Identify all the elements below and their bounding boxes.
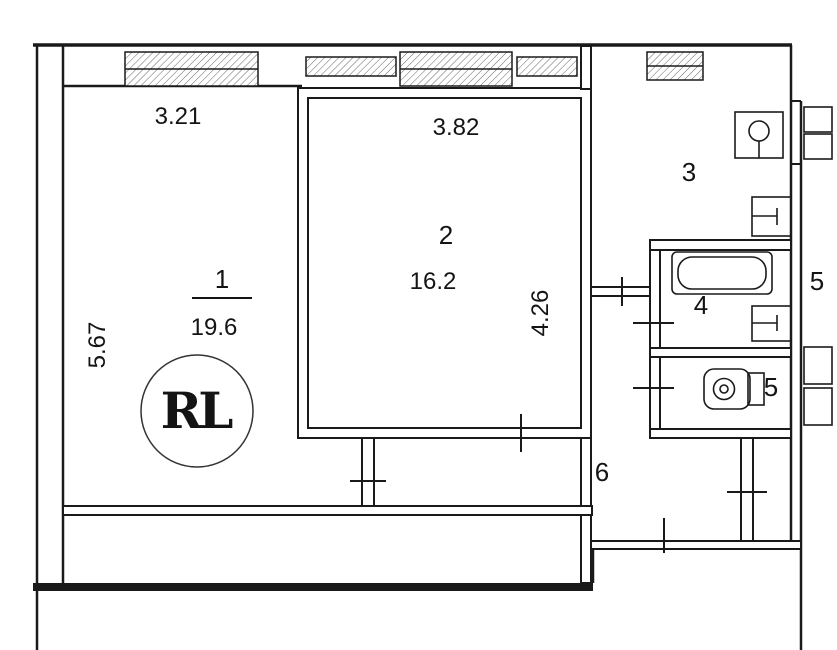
dim-room1-height: 5.67 [84,322,111,369]
logo-text: RL [161,381,234,440]
bathtub-icon [671,251,773,295]
shaft-box-2 [803,133,833,160]
kitchen-sink-icon [734,111,784,159]
dim-room2-width: 3.82 [433,114,480,141]
wall-bath-bottom [649,428,792,439]
wall-bath-top [649,239,792,251]
wall-bottom-thick [33,583,593,591]
window-sill-a [305,56,397,77]
windows [124,51,704,87]
room4-number: 4 [694,290,708,320]
labels: 3.21 5.67 1 19.6 3.82 4.26 2 16.2 3 4 5 … [84,103,824,487]
wall-entry-vertical [740,437,754,543]
shaft-box-3 [803,346,833,385]
window-sill-b [516,56,578,77]
room2-number: 2 [439,220,453,250]
room1-number: 1 [215,264,229,294]
wall-bath-divider [649,347,792,358]
washbasin-icon [751,305,792,342]
room2-area: 16.2 [410,268,457,295]
wall-room2-inner [307,97,582,429]
wall-kitchen-left-upper [580,45,592,90]
dim-room1-width: 3.21 [155,103,202,130]
door-ticks [350,277,767,553]
shaft-box-1 [803,106,833,133]
wall-bath-left [649,239,661,431]
room3-number: 3 [682,157,696,187]
shaft-box-4 [803,387,833,426]
walls [33,43,803,650]
room1-area: 19.6 [191,314,238,341]
fixtures [671,106,833,426]
dim-room2-height: 4.26 [527,290,554,337]
wall-hall-bottom [590,540,802,550]
wall-room1-bottom-band [62,505,593,516]
logo-circle [140,354,254,468]
room6-number: 6 [595,457,609,487]
adjacent-room-number: 5 [810,266,824,296]
stove-icon [751,196,792,237]
shaft-boxes [803,106,833,426]
room5-number: 5 [764,372,778,402]
wall-corridor-left [361,437,375,509]
toilet-icon [703,368,765,410]
logo: RL [140,354,254,468]
